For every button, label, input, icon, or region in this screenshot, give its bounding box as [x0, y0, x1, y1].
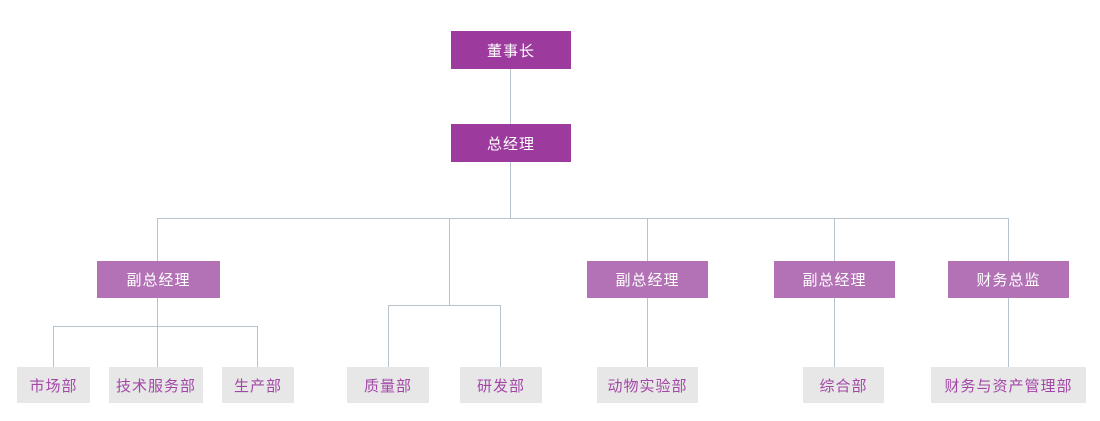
- node-dept-finance-asset: 财务与资产管理部: [931, 367, 1086, 403]
- connector-drop-deputy3: [834, 219, 835, 261]
- connector-main-horizontal: [157, 218, 1009, 219]
- connector-deputy1-children-vertical: [157, 298, 158, 367]
- node-deputy-gm-3: 副总经理: [774, 261, 895, 298]
- node-dept-quality: 质量部: [347, 367, 429, 403]
- connector-chairman-gm: [510, 69, 511, 124]
- connector-deputy1-children-horizontal: [53, 326, 258, 327]
- node-dept-general-affairs-label: 综合部: [819, 377, 868, 395]
- connector-drop-finance-director: [1008, 219, 1009, 261]
- node-deputy-gm-2-label: 副总经理: [615, 272, 680, 289]
- node-chairman-label: 董事长: [486, 42, 535, 60]
- node-dept-general-affairs: 综合部: [803, 367, 884, 403]
- connector-stub-quality: [388, 306, 389, 367]
- node-finance-director-label: 财务总监: [976, 272, 1041, 289]
- connector-drop-deputy2: [647, 219, 648, 261]
- node-dept-rnd-label: 研发部: [476, 377, 525, 395]
- node-dept-animal-lab-label: 动物实验部: [607, 377, 688, 395]
- node-dept-production-label: 生产部: [233, 377, 282, 395]
- node-dept-production: 生产部: [222, 367, 294, 403]
- node-dept-tech-service: 技术服务部: [109, 367, 203, 403]
- node-chairman: 董事长: [451, 31, 571, 69]
- node-dept-quality-label: 质量部: [363, 377, 412, 395]
- connector-stub-production: [257, 327, 258, 367]
- connector-mid-branch-horizontal: [388, 305, 501, 306]
- connector-drop-mid-branch: [449, 219, 450, 305]
- connector-finance-director-dept: [1008, 298, 1009, 367]
- node-dept-rnd: 研发部: [460, 367, 542, 403]
- node-dept-marketing: 市场部: [17, 367, 90, 403]
- node-general-manager-label: 总经理: [486, 135, 535, 153]
- node-dept-finance-asset-label: 财务与资产管理部: [944, 377, 1073, 395]
- node-dept-marketing-label: 市场部: [29, 377, 78, 395]
- node-dept-tech-service-label: 技术服务部: [115, 377, 196, 395]
- connector-gm-trunk: [510, 162, 511, 218]
- connector-drop-deputy1: [157, 219, 158, 261]
- node-general-manager: 总经理: [451, 124, 571, 162]
- connector-stub-marketing: [53, 327, 54, 367]
- connector-deputy2-animal-lab: [647, 298, 648, 367]
- connector-deputy3-general-affairs: [834, 298, 835, 367]
- connector-stub-rnd: [500, 306, 501, 367]
- node-finance-director: 财务总监: [948, 261, 1069, 298]
- node-deputy-gm-1: 副总经理: [97, 261, 220, 298]
- node-dept-animal-lab: 动物实验部: [597, 367, 698, 403]
- node-deputy-gm-2: 副总经理: [587, 261, 708, 298]
- node-deputy-gm-3-label: 副总经理: [802, 272, 867, 289]
- node-deputy-gm-1-label: 副总经理: [126, 272, 191, 289]
